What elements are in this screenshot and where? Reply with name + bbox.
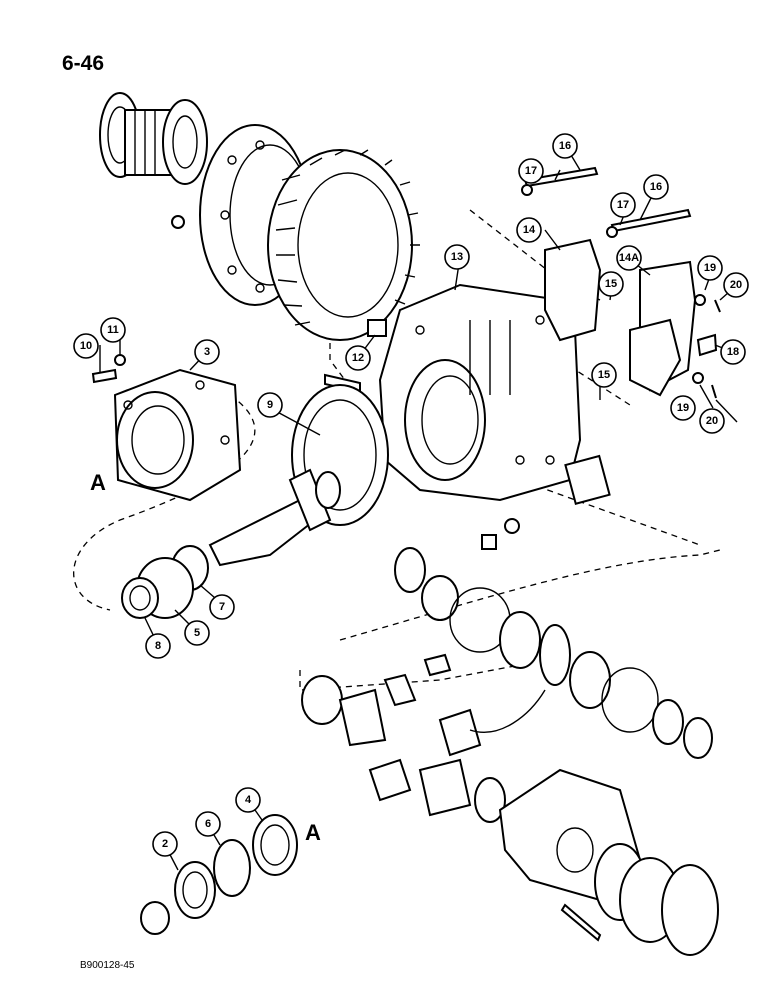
pinion-shaft-assembly xyxy=(121,468,341,619)
callout: 19 xyxy=(697,255,723,281)
differential-components xyxy=(301,547,713,823)
reference-letter: A xyxy=(90,470,106,495)
callout-label: 3 xyxy=(204,346,210,358)
callout-label: 13 xyxy=(451,251,463,263)
callout: 20 xyxy=(723,272,749,298)
callout-label: 15 xyxy=(598,369,610,381)
callout-label: 17 xyxy=(617,199,629,211)
callout-label: 16 xyxy=(559,140,571,152)
callout: 16 xyxy=(552,133,578,159)
callout: 2 xyxy=(152,831,178,857)
callout-label: 9 xyxy=(267,399,273,411)
callout-label: 8 xyxy=(155,640,161,652)
callout: 16 xyxy=(643,174,669,200)
callout: 6 xyxy=(195,811,221,837)
callout-label: 6 xyxy=(205,818,211,830)
document-code: B900128-45 xyxy=(80,960,135,971)
callout: 3 xyxy=(194,339,220,365)
callout: 4 xyxy=(235,787,261,813)
callout-label: 19 xyxy=(704,262,716,274)
differential-case xyxy=(498,768,719,956)
callout-label: 15 xyxy=(605,278,617,290)
callout-label: 12 xyxy=(352,352,364,364)
callout-label: 17 xyxy=(525,165,537,177)
ring-gear xyxy=(267,149,420,341)
callout-label: 20 xyxy=(706,415,718,427)
callout-label: 18 xyxy=(727,346,739,358)
upper-bearing-assembly xyxy=(99,92,208,185)
axle-housing xyxy=(378,283,611,550)
callout-label: 11 xyxy=(107,324,119,336)
plug xyxy=(367,319,387,337)
pinion-housing xyxy=(91,354,242,502)
callout-label: 20 xyxy=(730,279,742,291)
lower-bearing-set xyxy=(140,814,298,935)
callout: 10 xyxy=(73,333,99,359)
reference-letter: A xyxy=(305,820,321,845)
callout-label: 19 xyxy=(677,402,689,414)
callout: 19 xyxy=(670,395,696,421)
callout-label: 5 xyxy=(194,627,200,639)
callout: 17 xyxy=(518,158,544,184)
callout: 5 xyxy=(184,620,210,646)
callout: 17 xyxy=(610,192,636,218)
callout: 13 xyxy=(444,244,470,270)
callout: 18 xyxy=(720,339,746,365)
callout-label: 14 xyxy=(523,224,536,236)
callout-label: 16 xyxy=(650,181,662,193)
callout: 8 xyxy=(145,633,171,659)
callout-label: 7 xyxy=(219,601,225,613)
callout-label: 2 xyxy=(162,838,168,850)
page-number: 6-46 xyxy=(62,52,105,75)
callout: 15 xyxy=(598,271,624,297)
callout-label: 4 xyxy=(245,794,252,806)
callout: 14 xyxy=(516,217,542,243)
callout-label: 10 xyxy=(80,340,92,352)
callout: 7 xyxy=(209,594,235,620)
callout-label: 14A xyxy=(619,252,639,264)
bearing-caps xyxy=(521,166,721,399)
leader-lines xyxy=(99,144,738,871)
callout: 14A xyxy=(616,245,642,271)
callout: 11 xyxy=(100,317,126,343)
callout: 15 xyxy=(591,362,617,388)
callout: 20 xyxy=(699,408,725,434)
callout: 12 xyxy=(345,345,371,371)
callout: 9 xyxy=(257,392,283,418)
